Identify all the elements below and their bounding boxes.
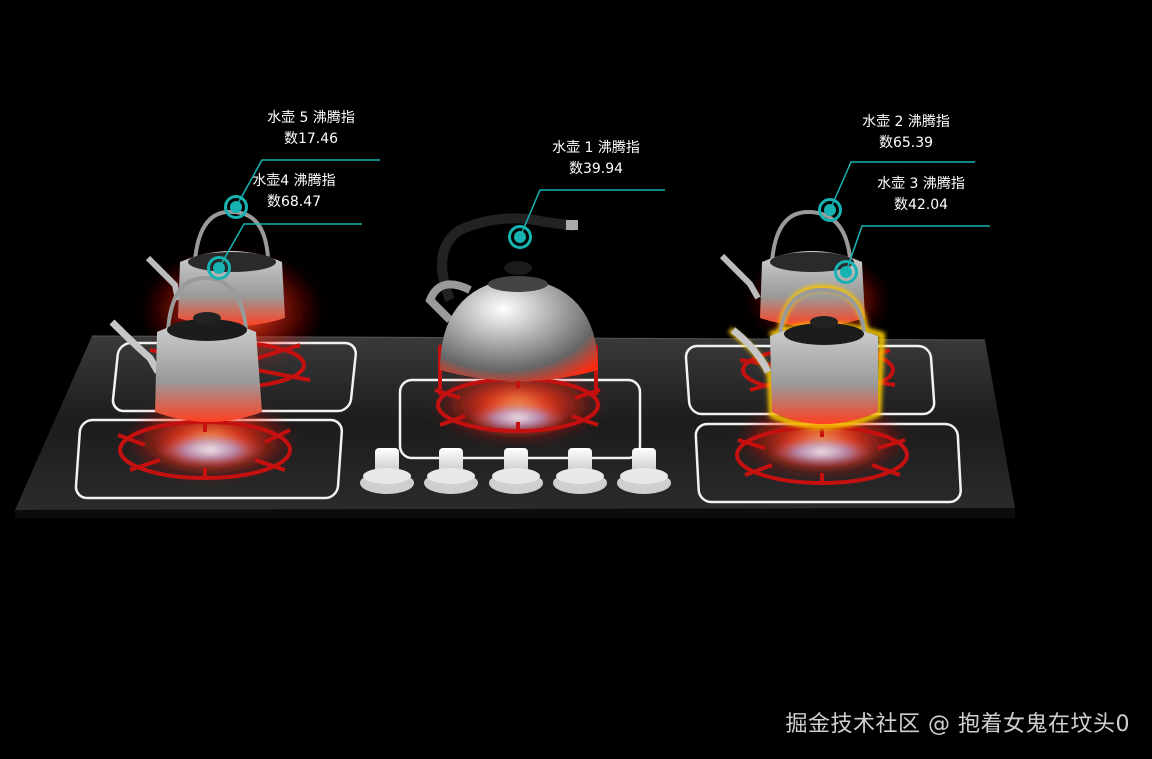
label-kettle-4: 水壶4 沸腾指 数68.47 — [240, 171, 348, 213]
leader-kettle-5 — [235, 159, 380, 208]
marker-kettle-4[interactable] — [207, 256, 231, 280]
kettle-5-index: 数17.46 — [283, 131, 339, 147]
knob-3[interactable] — [489, 448, 543, 494]
label-kettle-3: 水壶 3 沸腾指 数42.04 — [865, 174, 977, 216]
knob-2[interactable] — [424, 448, 478, 494]
knob-5[interactable] — [617, 448, 671, 494]
label-kettle-5: 水壶 5 沸腾指 数17.46 — [256, 108, 366, 150]
kettle-4-index: 数68.47 — [266, 194, 322, 210]
label-kettle-1: 水壶 1 沸腾指 数39.94 — [540, 138, 652, 180]
kettle-1[interactable] — [425, 213, 598, 381]
kettle-2-index: 数65.39 — [878, 135, 934, 151]
grate-front-left — [117, 420, 292, 480]
leader-kettle-2 — [829, 161, 975, 211]
kettle-4-name: 水壶4 沸腾指 — [252, 173, 336, 189]
kettle-2-name: 水壶 2 沸腾指 — [862, 114, 950, 130]
label-kettle-2: 水壶 2 沸腾指 数65.39 — [850, 112, 962, 154]
knob-1[interactable] — [360, 448, 414, 494]
marker-kettle-3[interactable] — [834, 260, 858, 284]
watermark: 掘金技术社区 @ 抱着女鬼在坟头0 — [785, 712, 1130, 737]
kettle-1-index: 数39.94 — [568, 161, 624, 177]
control-knobs — [360, 448, 671, 494]
marker-kettle-5[interactable] — [224, 195, 248, 219]
kettle-1-name: 水壶 1 沸腾指 — [552, 140, 640, 156]
kettle-3-name: 水壶 3 沸腾指 — [877, 176, 965, 192]
leader-kettle-1 — [519, 189, 665, 238]
kettle-4[interactable] — [109, 275, 262, 422]
marker-kettle-1[interactable] — [508, 225, 532, 249]
label-leader-lines — [218, 159, 990, 273]
knob-4[interactable] — [553, 448, 607, 494]
leader-kettle-4 — [218, 223, 362, 269]
leader-kettle-3 — [845, 225, 990, 273]
kettle-5-name: 水壶 5 沸腾指 — [267, 110, 355, 126]
kettle-3[interactable] — [728, 284, 886, 430]
kettle-3-index: 数42.04 — [893, 197, 949, 213]
marker-kettle-2[interactable] — [818, 198, 842, 222]
